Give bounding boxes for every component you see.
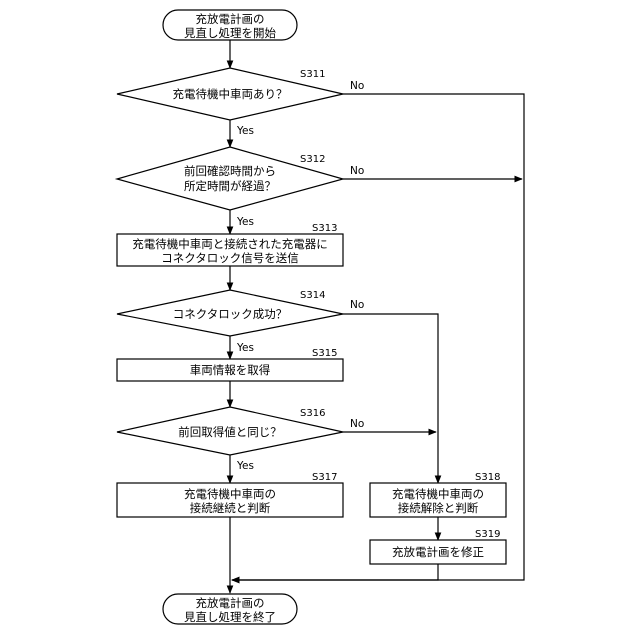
start-line1: 充放電計画の bbox=[196, 12, 265, 26]
s316-step-label: S316 bbox=[300, 408, 325, 419]
end-line2: 見直し処理を終了 bbox=[184, 610, 276, 624]
s315-step-label: S315 bbox=[312, 348, 337, 359]
s318-step-label: S318 bbox=[475, 472, 500, 483]
s312-no-label: No bbox=[350, 165, 364, 177]
s317-line2: 接続継続と判断 bbox=[190, 501, 271, 515]
decision-s312: 前回確認時間から 所定時間が経過？ S312 No Yes bbox=[117, 147, 364, 228]
s316-no-label: No bbox=[350, 418, 364, 430]
s314-yes-label: Yes bbox=[236, 342, 254, 354]
s316-yes-label: Yes bbox=[236, 460, 254, 472]
start-line2: 見直し処理を開始 bbox=[184, 26, 276, 40]
decision-s314: コネクタロック成功？ S314 No Yes bbox=[117, 290, 364, 354]
s312-line2: 所定時間が経過？ bbox=[184, 179, 276, 193]
s319-step-label: S319 bbox=[475, 529, 500, 540]
decision-s316: 前回取得値と同じ？ S316 No Yes bbox=[117, 407, 364, 472]
s317-step-label: S317 bbox=[312, 472, 337, 483]
s313-step-label: S313 bbox=[312, 223, 337, 234]
arrow-s314-no bbox=[343, 314, 438, 483]
s313-line2: コネクタロック信号を送信 bbox=[161, 251, 299, 265]
s312-yes-label: Yes bbox=[236, 216, 254, 228]
s312-line1: 前回確認時間から bbox=[184, 164, 276, 178]
s313-line1: 充電待機中車両と接続された充電器に bbox=[132, 237, 328, 251]
s311-step-label: S311 bbox=[300, 69, 325, 80]
end-line1: 充放電計画の bbox=[196, 596, 265, 610]
s312-step-label: S312 bbox=[300, 154, 325, 165]
s315-text: 車両情報を取得 bbox=[190, 363, 271, 377]
s318-line2: 接続解除と判断 bbox=[398, 501, 479, 515]
s317-line1: 充電待機中車両の bbox=[184, 487, 276, 501]
s311-no-label: No bbox=[350, 80, 364, 92]
arrow-s319-to-merge bbox=[232, 564, 438, 580]
s318-line1: 充電待機中車両の bbox=[392, 487, 484, 501]
end-terminal: 充放電計画の 見直し処理を終了 bbox=[163, 594, 297, 624]
s311-yes-label: Yes bbox=[236, 125, 254, 137]
s314-text: コネクタロック成功？ bbox=[173, 307, 288, 321]
s319-text: 充放電計画を修正 bbox=[392, 545, 484, 559]
start-terminal: 充放電計画の 見直し処理を開始 bbox=[163, 10, 297, 40]
s314-no-label: No bbox=[350, 299, 364, 311]
decision-s311: 充電待機中車両あり？ S311 No Yes bbox=[117, 68, 364, 137]
s316-text: 前回取得値と同じ？ bbox=[178, 425, 282, 439]
s311-text: 充電待機中車両あり？ bbox=[173, 87, 288, 101]
s314-step-label: S314 bbox=[300, 290, 325, 301]
